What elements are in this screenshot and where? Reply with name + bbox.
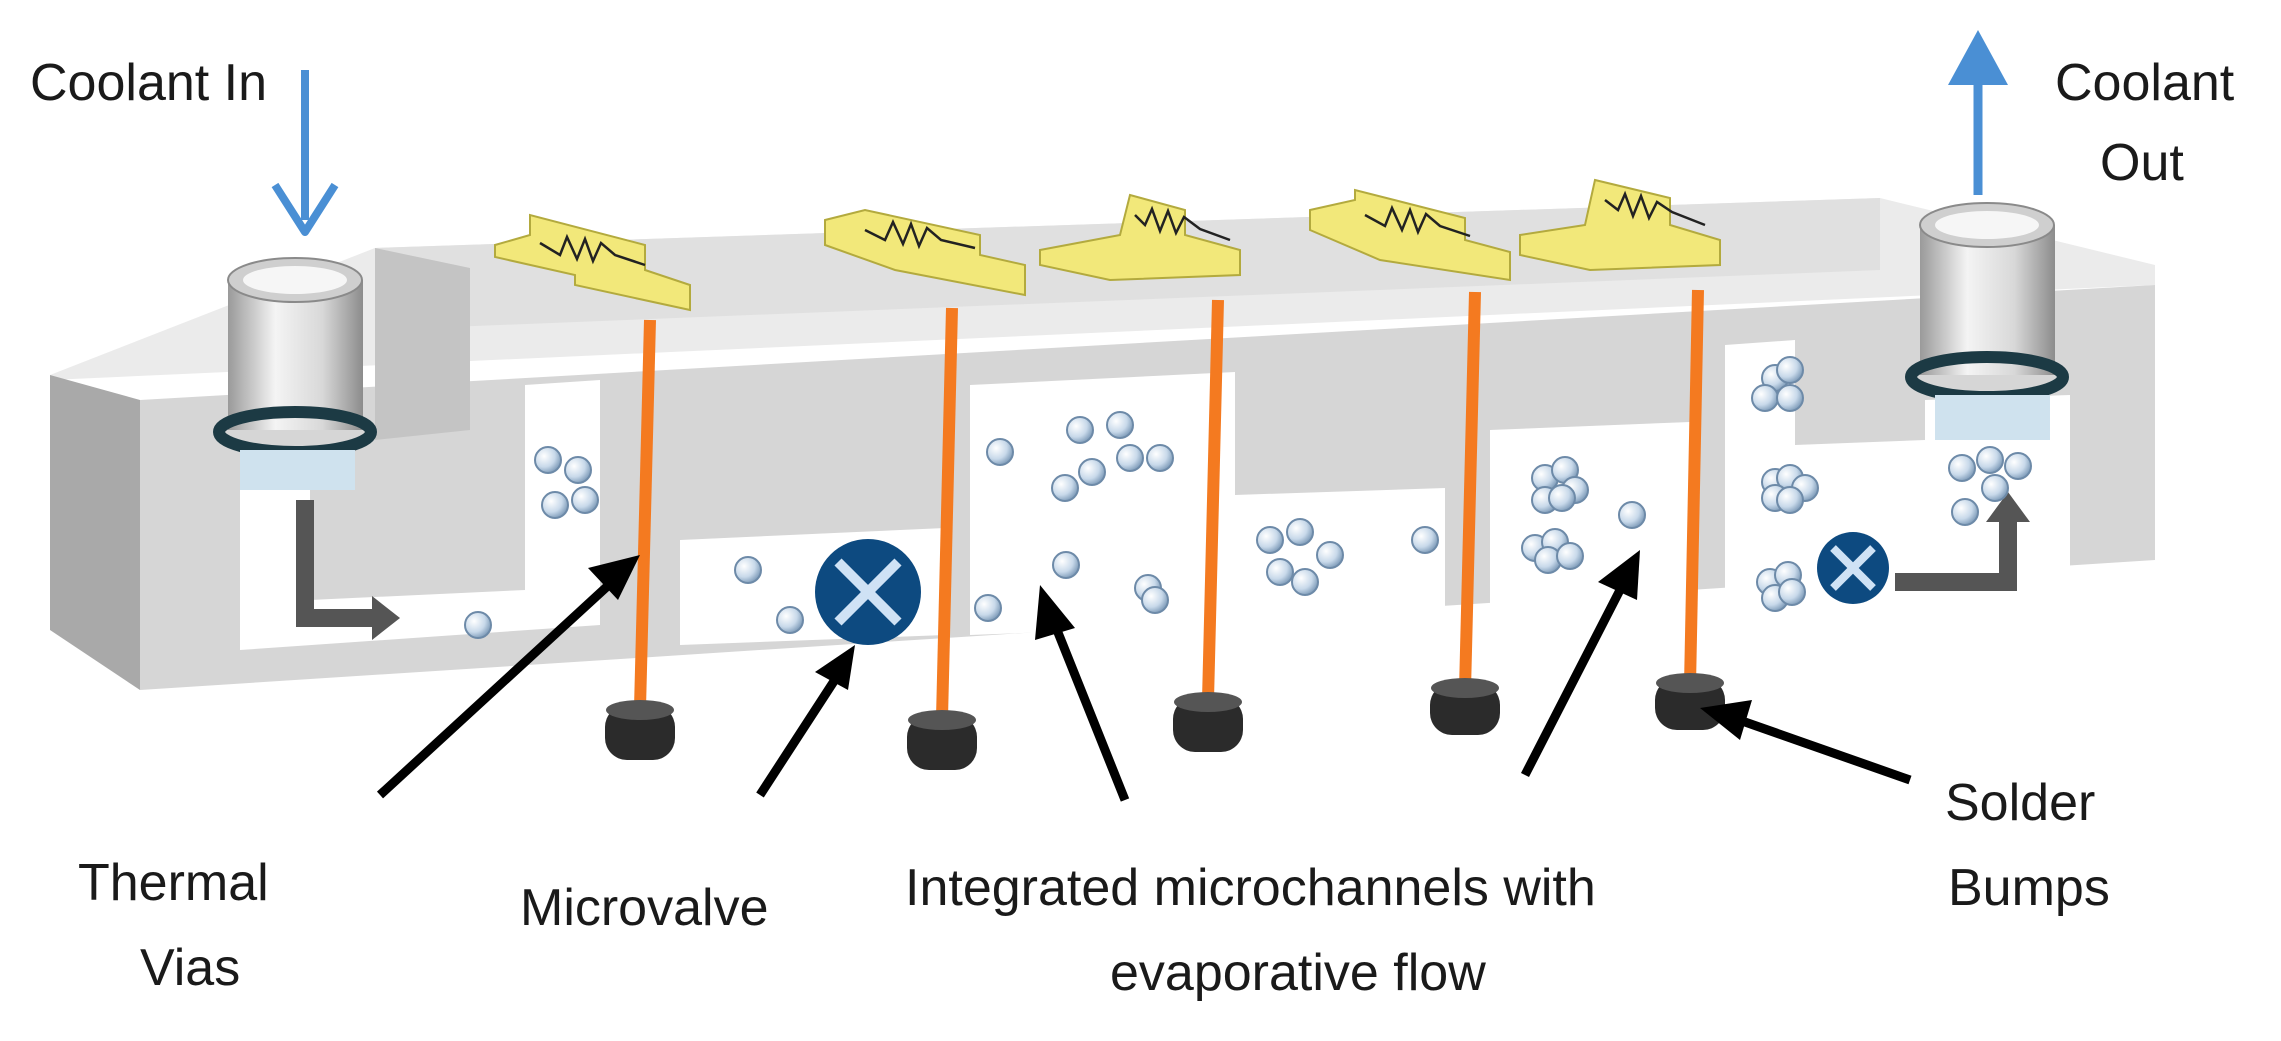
thermal-vias-label-line1: Thermal [78,854,269,912]
vapor-bubble-icon [1286,518,1314,546]
thermal-via-5 [1684,289,1704,686]
vapor-bubble-icon [1778,578,1806,606]
vapor-bubble-icon [1066,416,1094,444]
solder-bumps-label-line2: Bumps [1948,859,2110,917]
microchannels-pointer-left [1035,585,1130,802]
solder-bumps-label-line1: Solder [1945,774,2095,832]
vapor-bubble-icon [1106,411,1134,439]
coolant-out-label-line1: Coolant [2055,54,2235,112]
resistor-heater-icon [1364,204,1471,238]
thermal-vias-label-line2: Vias [140,939,240,997]
resistor-heater-icon [864,218,976,250]
vapor-bubble-icon [1776,356,1804,384]
vapor-bubble-icon [734,556,762,584]
vapor-bubble-icon [1266,558,1294,586]
vapor-bubble-icon [1776,486,1804,514]
vapor-bubble-icon [1976,446,2004,474]
vapor-bubble-icon [1618,501,1646,529]
block-notch-wall [375,248,470,440]
solder-bump [1655,673,1725,730]
vapor-bubble-icon [1411,526,1439,554]
thermal-via-3 [1202,299,1224,701]
coolant-in-arrow [271,70,339,236]
labels: Coolant In Coolant Out Thermal Vias Micr… [30,54,2235,1002]
inlet-flow-arrow [296,500,400,640]
microvalve-label: Microvalve [520,879,769,937]
vapor-bubble-icon [1776,384,1804,412]
vapor-bubble-icon [1256,526,1284,554]
microvalve-x-icon [1817,532,1889,604]
vapor-bubble-icon [986,438,1014,466]
resistor-heater-icon [1134,205,1231,242]
vapor-bubble-icon [1556,542,1584,570]
coolant-in-label: Coolant In [30,54,267,112]
coolant-inlet-pipe [213,257,377,490]
vapor-bubble-icon [1141,586,1169,614]
solder-bumps [605,673,1725,770]
heater-pad-4 [1309,188,1511,282]
vapor-bubble-icon [541,491,569,519]
thermal-vias-pointer [376,555,640,799]
coolant-out-arrow [1948,30,2008,195]
vapor-bubble-icon [1052,551,1080,579]
solder-bump [1173,692,1243,752]
vapor-bubble-icon [1316,541,1344,569]
vapor-bubbles [464,356,2032,639]
microchannels-label-line1: Integrated microchannels with [905,859,1596,917]
thermal-via-2 [936,307,958,719]
vapor-bubble-icon [1051,474,1079,502]
resistor-heater-icon [1604,190,1706,227]
vapor-bubble-icon [1751,384,1779,412]
vapor-bubble-icon [1981,474,2009,502]
microchannels-pointer-right [1520,550,1640,778]
channel-segment-4 [1490,422,1690,620]
heater-pad-1 [494,213,691,312]
heater-pad-3 [1039,193,1241,282]
coolant-outlet-pipe [1905,202,2069,440]
vapor-bubble-icon [464,611,492,639]
channel-segment-2 [970,372,1235,635]
solder-bump [907,710,977,770]
solder-bumps-pointer [1700,700,1912,785]
vapor-bubble-icon [1116,444,1144,472]
thermal-vias [634,289,1704,719]
vapor-bubble-icon [534,446,562,474]
vapor-bubble-icon [1548,484,1576,512]
heater-pads [494,178,1721,312]
vapor-bubble-icon [564,456,592,484]
vapor-bubble-icon [1078,458,1106,486]
solder-bump [605,700,675,760]
heater-pad-2 [824,208,1026,297]
vapor-bubble-icon [1948,454,1976,482]
solder-bump [1430,678,1500,735]
microvalve-pointer [756,645,855,798]
outlet-flow-arrow [1895,492,2030,591]
microvalve-x-icon [815,539,921,645]
vapor-bubble-icon [571,486,599,514]
thermal-via-1 [634,319,656,709]
block-left-side [50,375,140,690]
coolant-out-label-line2: Out [2100,134,2184,192]
pointer-arrows [376,550,1912,802]
vapor-bubble-icon [2004,452,2032,480]
vapor-bubble-icon [776,606,804,634]
vapor-bubble-icon [974,594,1002,622]
resistor-heater-icon [539,233,646,267]
vapor-bubble-icon [1951,498,1979,526]
vapor-bubble-icon [1146,444,1174,472]
thermal-via-4 [1459,291,1481,691]
microchannels-label-line2: evaporative flow [1110,944,1486,1002]
vapor-bubble-icon [1291,568,1319,596]
heater-pad-5 [1519,178,1721,272]
